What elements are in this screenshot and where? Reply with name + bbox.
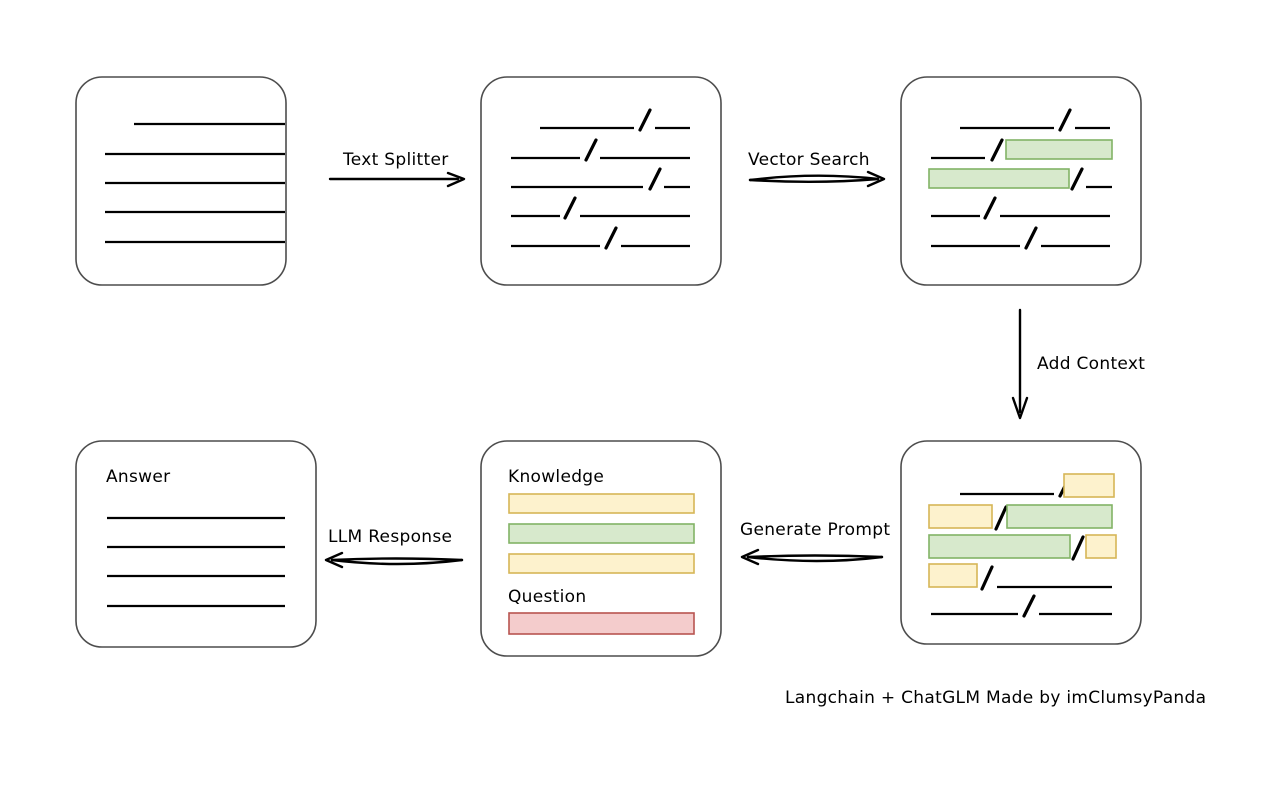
prompt-knowledge-heading: Knowledge [508, 467, 604, 487]
arrow-text-splitter: Text Splitter [328, 150, 466, 188]
arrow-vector-search: Vector Search [748, 150, 886, 188]
context-chunk-yellow[interactable] [928, 504, 993, 529]
context-chunk-green[interactable] [928, 534, 1071, 559]
context-chunk-yellow[interactable] [928, 563, 978, 588]
source-document-frame [75, 76, 287, 286]
box-prompt[interactable]: Knowledge Question [480, 440, 722, 657]
context-chunk-green[interactable] [1006, 504, 1113, 529]
prompt-question-bars [508, 612, 695, 635]
box-split-chunks[interactable] [480, 76, 722, 286]
slash-icon [1058, 108, 1072, 132]
arrow-add-context: Add Context [1011, 308, 1145, 420]
answer-frame [75, 440, 317, 648]
knowledge-bar-green[interactable] [508, 523, 695, 544]
arrow-llm-response-label: LLM Response [328, 527, 452, 547]
slash-icon [563, 196, 577, 220]
slash-icon [584, 138, 598, 162]
answer-lines [107, 516, 285, 608]
box-source-document[interactable] [75, 76, 287, 286]
slash-icon [980, 565, 994, 591]
box-answer[interactable]: Answer [75, 440, 317, 648]
context-chunk-yellow[interactable] [1085, 534, 1117, 559]
box-context-chunks[interactable] [900, 440, 1142, 645]
source-document-lines [105, 122, 285, 244]
knowledge-bar-yellow[interactable] [508, 553, 695, 574]
arrow-add-context-label: Add Context [1037, 354, 1145, 374]
retrieved-chunk-green[interactable] [928, 168, 1070, 189]
slash-icon [983, 196, 997, 220]
box-matched-chunks[interactable] [900, 76, 1142, 286]
context-chunk-yellow[interactable] [1063, 473, 1115, 498]
slash-icon [604, 226, 618, 250]
arrow-vector-search-label: Vector Search [748, 150, 870, 170]
slash-icon [990, 138, 1004, 162]
matched-chunks-content [928, 108, 1113, 250]
slash-icon [1071, 535, 1085, 561]
slash-icon [994, 505, 1008, 531]
answer-title: Answer [106, 467, 170, 487]
diagram-caption: Langchain + ChatGLM Made by imClumsyPand… [785, 688, 1206, 708]
slash-icon [648, 167, 662, 191]
slash-icon [1022, 594, 1036, 618]
split-chunks-frame [480, 76, 722, 286]
arrow-generate-prompt: Generate Prompt [740, 520, 890, 566]
split-chunks-lines [511, 108, 690, 250]
context-chunks-content [928, 473, 1117, 618]
slash-icon [638, 108, 652, 132]
arrow-generate-prompt-label: Generate Prompt [740, 520, 890, 540]
arrow-llm-response: LLM Response [324, 527, 464, 569]
slash-icon [1070, 167, 1084, 191]
knowledge-bar-yellow[interactable] [508, 493, 695, 514]
prompt-question-heading: Question [508, 587, 586, 607]
question-bar-red[interactable] [508, 612, 695, 635]
retrieved-chunk-green[interactable] [1005, 139, 1113, 160]
arrow-text-splitter-label: Text Splitter [342, 150, 449, 170]
prompt-knowledge-bars [508, 493, 695, 574]
slash-icon [1024, 226, 1038, 250]
